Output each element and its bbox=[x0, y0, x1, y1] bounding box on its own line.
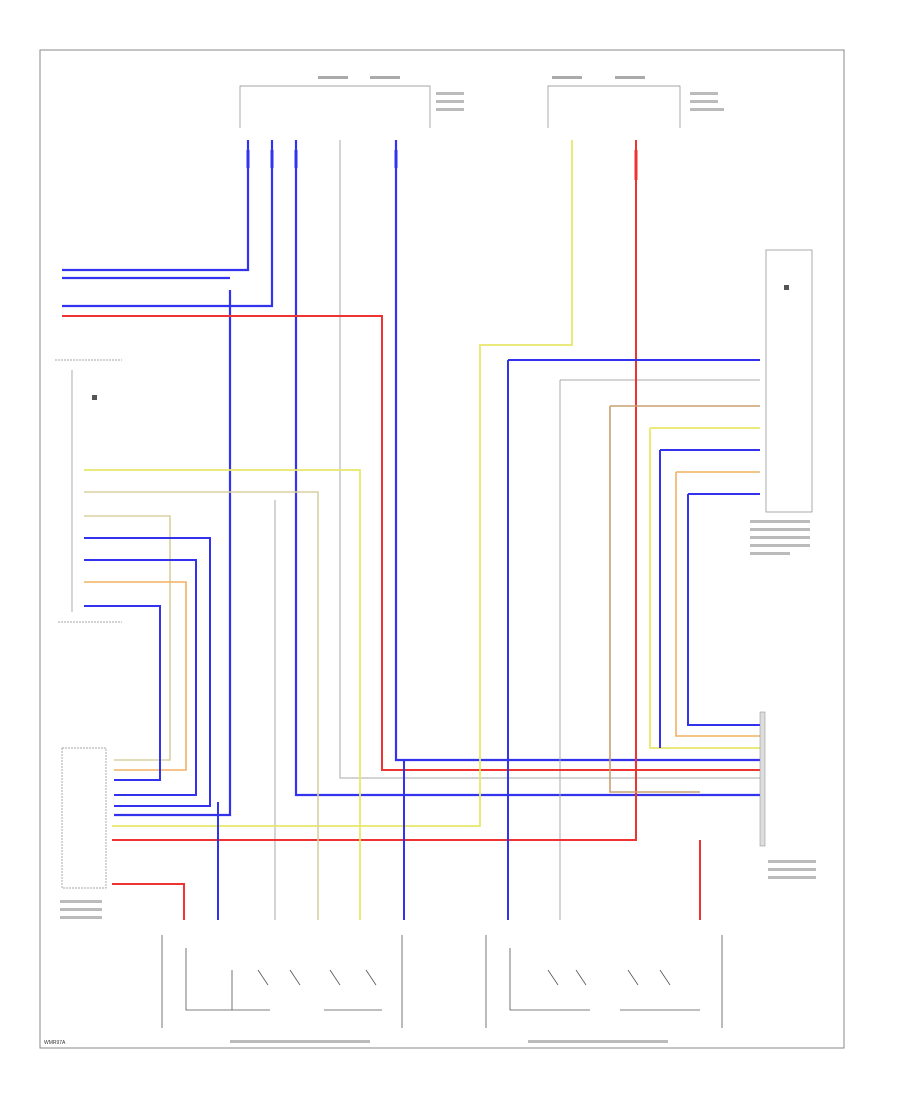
right-connector-block bbox=[759, 711, 816, 879]
diagram-frame bbox=[39, 49, 845, 1049]
top-wire-stubs bbox=[246, 150, 398, 168]
left-rear-power-window-switch bbox=[161, 935, 403, 1043]
top-fuse-labels bbox=[318, 76, 724, 111]
blue-wires-left bbox=[84, 359, 760, 920]
doc-reference: WMR97A bbox=[44, 1040, 66, 1046]
tan-wires bbox=[84, 491, 319, 920]
top-left-fuse-bracket bbox=[239, 85, 681, 128]
left-power-door-lock-module bbox=[55, 359, 122, 623]
yellow-wires bbox=[84, 140, 760, 920]
left-connector-block bbox=[60, 747, 107, 919]
brown-wires bbox=[609, 405, 760, 793]
right-rear-power-window-switch bbox=[485, 935, 723, 1043]
blue-wires-top bbox=[62, 140, 760, 817]
right-power-door-lock-module bbox=[750, 249, 813, 555]
gray-wires bbox=[274, 140, 760, 920]
red-wires bbox=[62, 140, 760, 920]
orange-wires bbox=[84, 471, 760, 771]
